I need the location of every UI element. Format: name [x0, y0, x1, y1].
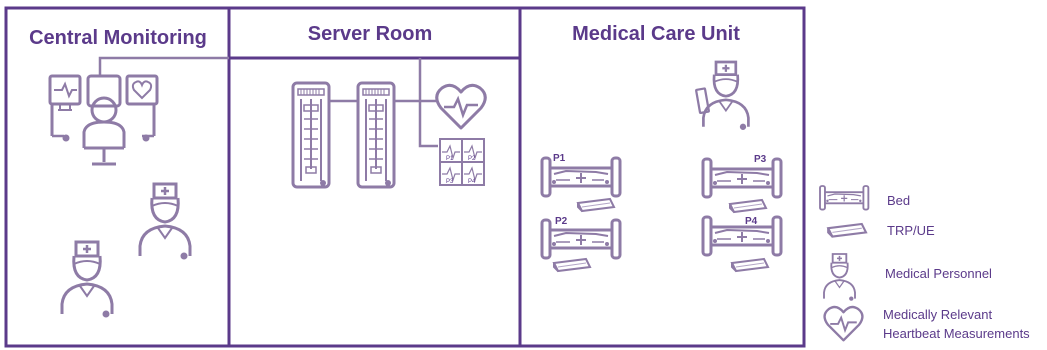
legend-trp-label: TRP/UE: [887, 223, 935, 238]
bed-label-p3: P3: [754, 154, 767, 165]
legend-heartbeat-label-1: Medically Relevant: [883, 307, 992, 322]
server-rack-2-icon: [356, 81, 396, 189]
server-rack-1-icon: [291, 81, 331, 189]
legend-personnel-icon: [823, 253, 856, 302]
bed-label-p1: P1: [553, 153, 566, 164]
central-nurse-1-icon: [138, 182, 192, 261]
central-nurse-2-icon: [60, 240, 114, 319]
central-monitoring-title: Central Monitoring: [29, 27, 207, 49]
bed-p2-icon: [540, 218, 622, 260]
legend-bed-icon: [819, 185, 870, 211]
bed-p3-icon: [701, 157, 783, 199]
bed-label-p2: P2: [555, 216, 568, 227]
grid-label-p1: P1: [446, 156, 454, 162]
trp-p3-icon: [729, 199, 767, 213]
legend-heartbeat-icon: [823, 305, 864, 342]
legend-personnel-label: Medical Personnel: [885, 266, 992, 281]
monitoring-workstation-icon: [48, 56, 229, 166]
legend-heartbeat-label-2: Heartbeat Measurements: [883, 326, 1030, 341]
trp-p2-icon: [553, 258, 591, 272]
care-unit-nurse-icon: [695, 60, 750, 132]
medical-care-unit-title: Medical Care Unit: [572, 23, 740, 45]
diagram-border: [4, 6, 806, 348]
bed-label-p4: P4: [745, 216, 758, 227]
legend: Bed TRP/UE Medical Personnel Medically R…: [819, 185, 1030, 342]
server-room-title: Server Room: [308, 23, 433, 45]
legend-bed-label: Bed: [887, 193, 910, 208]
trp-p1-icon: [577, 198, 615, 212]
legend-trp-icon: [827, 222, 868, 238]
server-links: [329, 58, 438, 148]
grid-label-p3: P3: [446, 179, 454, 185]
server-heartbeat-icon: [435, 83, 487, 130]
grid-label-p4: P4: [468, 179, 476, 185]
trp-p4-icon: [731, 258, 769, 272]
grid-label-p2: P2: [468, 156, 476, 162]
patient-waveform-grid-icon: P1 P2 P3 P4: [439, 138, 485, 186]
bed-p4-icon: [701, 215, 783, 257]
